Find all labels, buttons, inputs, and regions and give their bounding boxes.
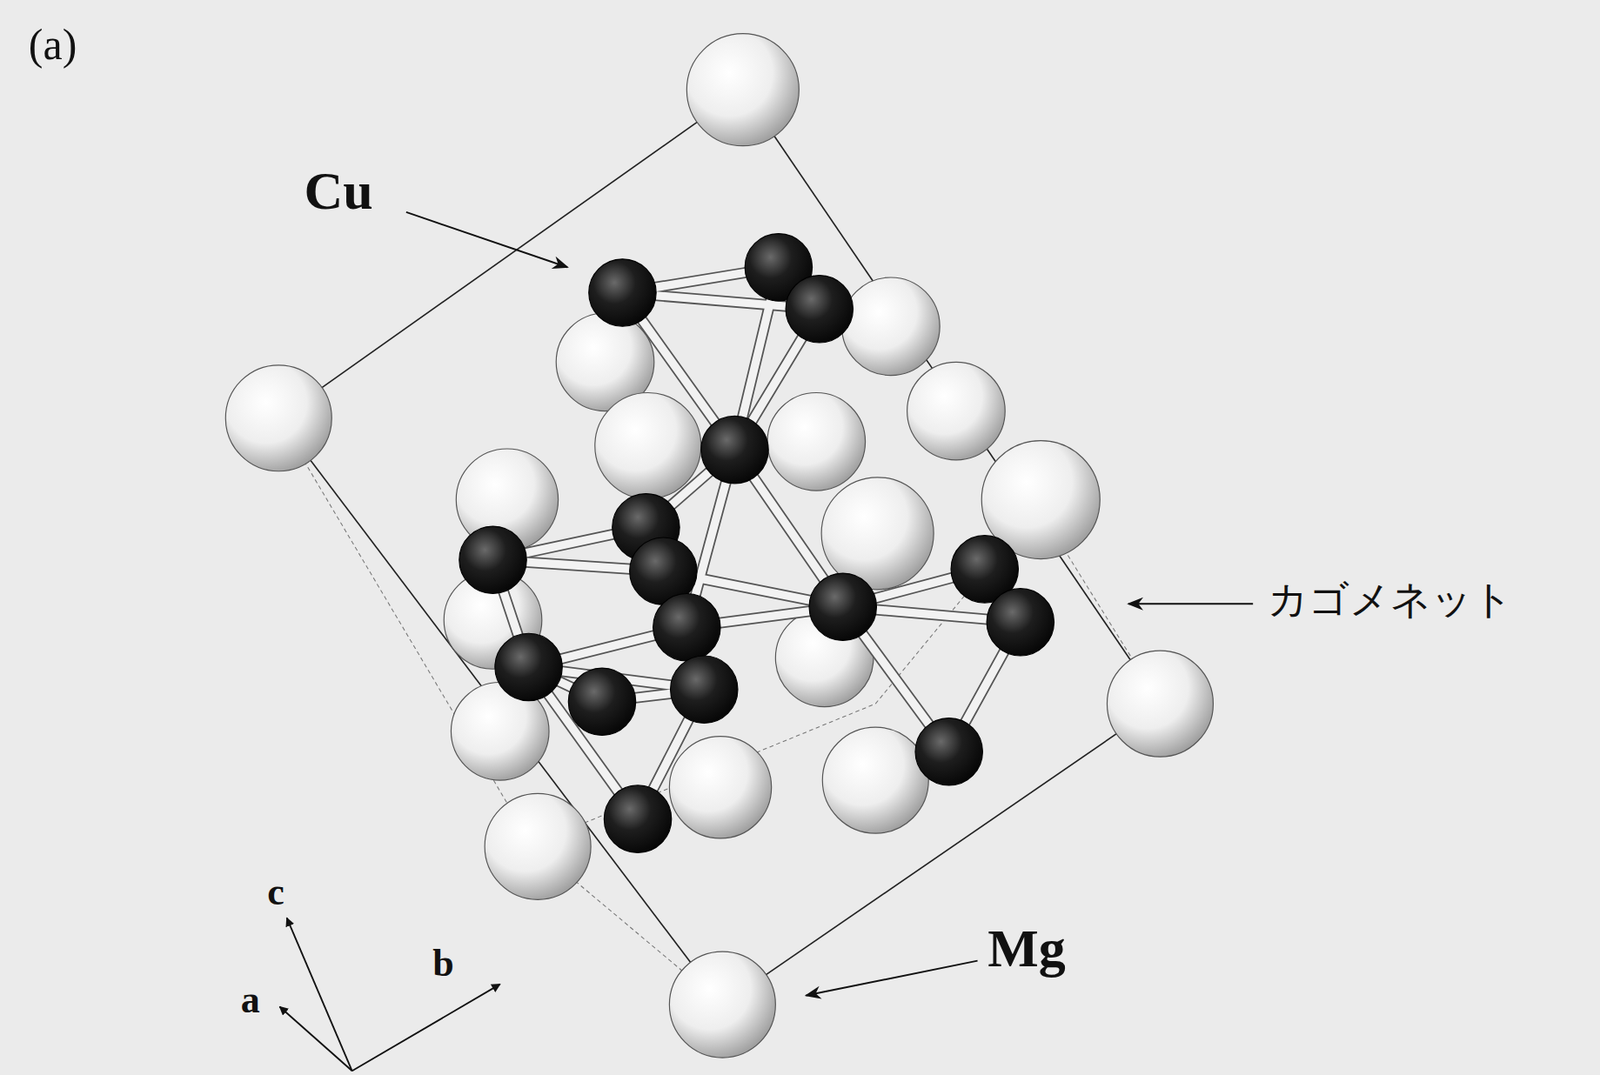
cu-atom [653, 593, 721, 661]
mg-atom [595, 392, 702, 499]
panel-label: (a) [28, 22, 78, 67]
cu-atom [785, 275, 853, 343]
mg-atom [842, 277, 941, 376]
mg-atom [767, 392, 866, 491]
axis-arrow [287, 917, 353, 1072]
mg-atom [484, 793, 591, 900]
mg-atom [821, 477, 934, 590]
axis-label: b [432, 944, 454, 984]
cu-atom [809, 573, 877, 641]
cu-atom [603, 785, 671, 853]
cu-atom [670, 656, 738, 724]
axis-label: c [267, 873, 285, 912]
leader-arrow [406, 212, 568, 268]
cu-atom [495, 633, 563, 701]
mg-atom [669, 736, 771, 839]
unit-cell-edge [278, 418, 723, 1005]
axis-arrow [352, 984, 501, 1072]
mg-atom [822, 727, 929, 834]
leader-arrow [1128, 602, 1253, 605]
cu-atom [986, 589, 1054, 657]
axis-arrow [279, 1006, 352, 1072]
mg-atom [225, 365, 332, 472]
cu-atom [589, 259, 657, 327]
cu-atom [701, 415, 769, 483]
mg-atom [686, 33, 799, 147]
atom-label: Mg [987, 921, 1066, 976]
structure-label: カゴメネット [1267, 579, 1513, 620]
atom-label: Cu [304, 163, 374, 218]
mg-atom [669, 951, 776, 1058]
leader-arrow [806, 961, 978, 997]
cu-atom [459, 526, 527, 594]
mg-atom [1106, 650, 1213, 757]
mg-atom [907, 361, 1006, 461]
cu-atom [568, 668, 636, 736]
cu-atom [915, 718, 983, 786]
axis-label: a [241, 981, 261, 1020]
unit-cell-edge [722, 703, 1160, 1005]
